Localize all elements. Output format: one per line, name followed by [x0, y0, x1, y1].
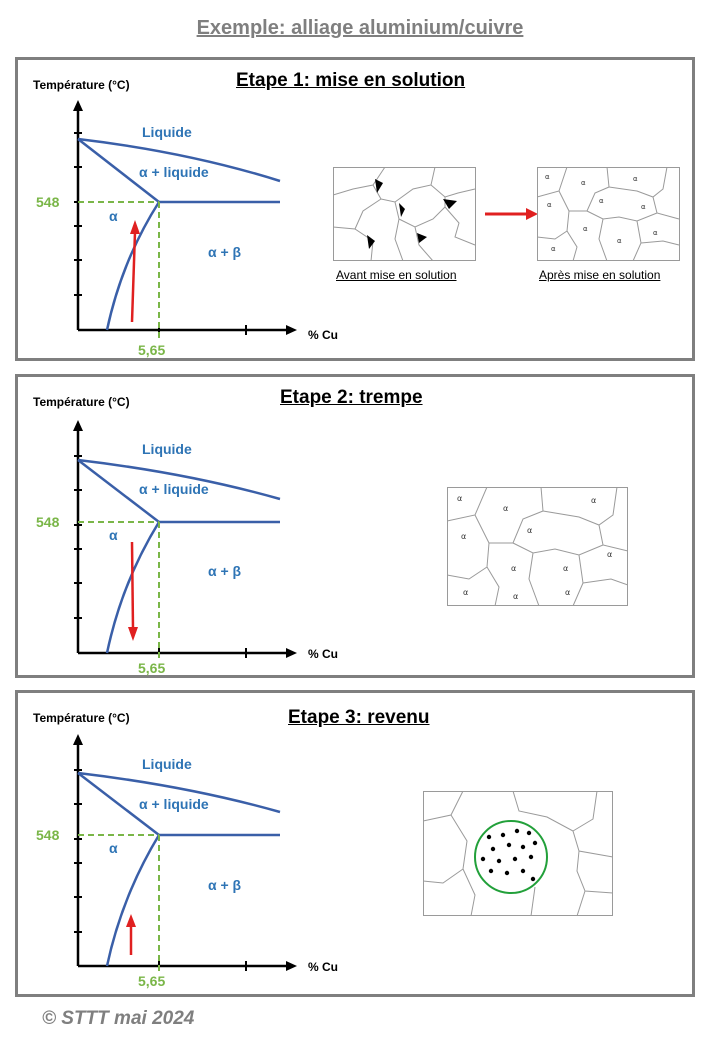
step-2-panel: Etape 2: trempe Température (°C) 548 5,6…	[15, 374, 695, 678]
phase-diagram	[73, 734, 297, 974]
temperature-marker: 548	[36, 827, 60, 843]
grain-alpha: α	[551, 245, 556, 253]
x-axis-label: % Cu	[308, 328, 338, 342]
phase-diagram	[73, 100, 538, 338]
grain-alpha: α	[527, 526, 532, 535]
y-axis-label: Température (°C)	[33, 711, 130, 725]
step-3-title: Etape 3: revenu	[288, 707, 430, 728]
page-title: Exemple: alliage aluminium/cuivre	[196, 17, 524, 39]
grain-alpha: α	[599, 197, 604, 205]
grain-alpha: α	[591, 496, 596, 505]
liquid-region-label: Liquide	[142, 441, 192, 457]
alpha-region-label: α	[109, 527, 118, 543]
liquid-region-label: Liquide	[142, 124, 192, 140]
alpha-region-label: α	[109, 208, 118, 224]
grain-alpha: α	[633, 175, 638, 183]
grain-alpha: α	[617, 237, 622, 245]
liquid-region-label: Liquide	[142, 756, 192, 772]
alpha-region-label: α	[109, 840, 118, 856]
alpha-beta-region-label: α + β	[208, 563, 242, 579]
microstructure-before-image	[333, 167, 476, 261]
grain-alpha: α	[641, 203, 646, 211]
grain-alpha: α	[457, 494, 462, 503]
composition-marker: 5,65	[138, 660, 166, 676]
x-axis-label: % Cu	[308, 960, 338, 974]
grain-alpha: α	[547, 201, 552, 209]
alpha-liquid-region-label: α + liquide	[139, 796, 209, 812]
step-1-panel: Etape 1: mise en solution Température (°…	[15, 57, 695, 361]
grain-alpha: α	[463, 588, 468, 597]
caption-after: Après mise en solution	[539, 268, 661, 282]
grain-alpha: α	[565, 588, 570, 597]
microstructure-precipitates-image	[423, 791, 613, 916]
alpha-liquid-region-label: α + liquide	[139, 164, 209, 180]
grain-alpha: α	[563, 564, 568, 573]
composition-marker: 5,65	[138, 342, 166, 358]
grain-alpha: α	[511, 564, 516, 573]
phase-diagram	[73, 420, 297, 661]
grain-alpha: α	[607, 550, 612, 559]
grain-alpha: α	[583, 225, 588, 233]
copyright-notice: © STTT mai 2024	[42, 1008, 195, 1029]
composition-marker: 5,65	[138, 973, 166, 989]
grain-alpha: α	[545, 173, 550, 181]
step-3-panel: Etape 3: revenu Température (°C) 548 5,6…	[15, 690, 695, 997]
grain-alpha: α	[461, 532, 466, 541]
alpha-beta-region-label: α + β	[208, 877, 242, 893]
grain-alpha: α	[581, 179, 586, 187]
microstructure-after-image: α α α α α α α α α α	[537, 167, 680, 261]
x-axis-label: % Cu	[308, 647, 338, 661]
microstructure-quenched-image: α α α α α α α α α α α	[447, 487, 628, 606]
y-axis-label: Température (°C)	[33, 78, 130, 92]
grain-alpha: α	[513, 592, 518, 601]
temperature-marker: 548	[36, 194, 60, 210]
y-axis-label: Température (°C)	[33, 395, 130, 409]
temperature-marker: 548	[36, 514, 60, 530]
grain-alpha: α	[653, 229, 658, 237]
grain-alpha: α	[503, 504, 508, 513]
step-1-title: Etape 1: mise en solution	[236, 70, 466, 91]
alpha-beta-region-label: α + β	[208, 244, 242, 260]
caption-before: Avant mise en solution	[336, 268, 457, 282]
step-2-title: Etape 2: trempe	[280, 387, 423, 408]
alpha-liquid-region-label: α + liquide	[139, 481, 209, 497]
